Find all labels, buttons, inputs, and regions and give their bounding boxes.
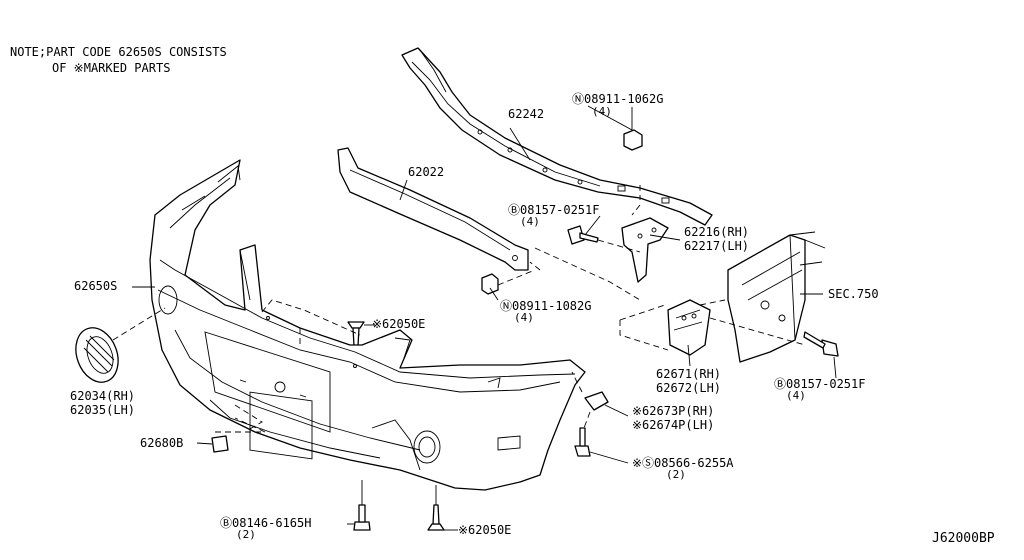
clip-62673P	[584, 391, 609, 411]
label-sec-750: SEC.750	[828, 287, 879, 301]
label-08911-1082G: Ⓝ08911-1082G	[500, 299, 592, 313]
label-62050E-top: ※62050E	[372, 317, 426, 331]
label-08911-1082G-qty: (4)	[514, 311, 534, 324]
label-62680B: 62680B	[140, 436, 184, 450]
note-line-2: OF ※MARKED PARTS	[52, 61, 171, 75]
label-62022: 62022	[408, 165, 445, 179]
bolt-08146-6165H	[353, 504, 371, 531]
label-08911-1062G-qty: (4)	[592, 105, 612, 118]
bolt-08157-0251F-right	[803, 331, 839, 357]
bumper-fascia-62650S	[149, 159, 586, 491]
bracket-62216	[621, 217, 669, 283]
label-62050E-bottom: ※62050E	[458, 523, 512, 537]
diagram-code: J62000BP	[932, 531, 995, 546]
leader-lines	[132, 105, 837, 531]
bracket-62671	[667, 299, 711, 356]
label-08146-6165H-qty: (2)	[236, 528, 256, 541]
label-62671: 62671(RH)	[656, 367, 722, 381]
clip-62050E-bottom	[427, 504, 445, 531]
label-62217: 62217(LH)	[684, 239, 750, 253]
label-08157-0251F-top: Ⓑ08157-0251F	[508, 203, 600, 217]
label-62035: 62035(LH)	[70, 403, 136, 417]
label-62216: 62216(RH)	[684, 225, 750, 239]
label-08566-6255A-qty: (2)	[666, 468, 686, 481]
nut-08911-1082G	[481, 273, 499, 295]
fog-lamp-62034	[75, 327, 119, 383]
assembly-guides	[112, 185, 806, 433]
label-08157-0251F-right-qty: (4)	[786, 389, 806, 402]
label-08157-0251F-right: Ⓑ08157-0251F	[774, 377, 866, 391]
bolt-08157-0251F-top	[567, 225, 599, 245]
note-line-1: NOTE;PART CODE 62650S CONSISTS	[10, 45, 227, 59]
clip-62680B	[211, 435, 229, 453]
label-08146-6165H: Ⓑ08146-6165H	[220, 516, 312, 530]
frame-section-750	[727, 231, 826, 363]
screw-08566-6255A	[574, 427, 591, 457]
label-62650S: 62650S	[74, 279, 118, 293]
label-08911-1062G: Ⓝ08911-1062G	[572, 92, 664, 106]
absorber-62022	[337, 147, 529, 271]
label-62242: 62242	[508, 107, 545, 121]
label-62034: 62034(RH)	[70, 389, 136, 403]
clip-62050E-top	[347, 321, 365, 347]
label-08157-0251F-top-qty: (4)	[520, 215, 540, 228]
label-62672: 62672(LH)	[656, 381, 722, 395]
label-08566-6255A: ※Ⓢ08566-6255A	[632, 456, 734, 470]
label-62673P: ※62673P(RH)	[632, 404, 715, 418]
nut-08911-1062G	[623, 129, 643, 151]
label-62674P: ※62674P(LH)	[632, 418, 715, 432]
reinforcement-rail-62242	[401, 47, 713, 226]
